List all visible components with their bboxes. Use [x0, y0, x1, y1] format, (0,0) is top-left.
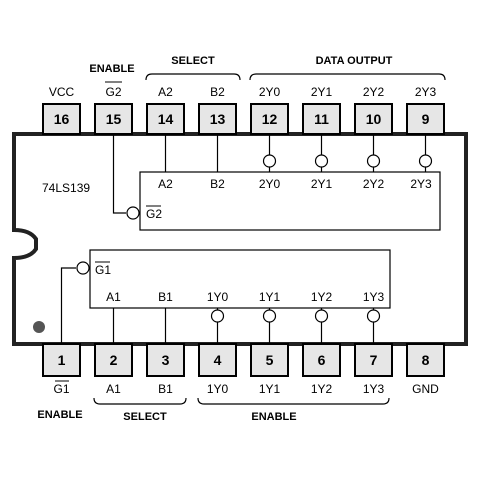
g1-label: G1 — [53, 382, 69, 396]
pin-16: 16 — [42, 103, 81, 135]
pin-15-number: 15 — [106, 111, 122, 127]
decoder-1-1y1-label: 1Y1 — [259, 290, 281, 304]
bubble-g2 — [126, 206, 140, 220]
decoder-1-1y0-label: 1Y0 — [207, 290, 229, 304]
pin-14-number: 14 — [158, 111, 174, 127]
decoder-2-a2-label: A2 — [158, 177, 173, 191]
b2-label: B2 — [210, 85, 225, 99]
pin-7-number: 7 — [370, 352, 378, 368]
top-enable-group-label: ENABLE — [89, 63, 134, 75]
ic-package-outline — [12, 132, 468, 346]
decoder-2-g2-label: G2 — [146, 207, 162, 221]
top-select-group-label: SELECT — [171, 55, 215, 67]
pin-3: 3 — [146, 343, 185, 377]
pin-14: 14 — [146, 103, 185, 135]
pin-1: 1 — [42, 343, 81, 377]
pin-12-number: 12 — [262, 111, 278, 127]
top-select-brace — [145, 73, 241, 81]
bubble-g1 — [76, 261, 90, 275]
decoder-2-b2-label: B2 — [210, 177, 225, 191]
pin-5: 5 — [250, 343, 289, 377]
pin-11-number: 11 — [314, 111, 329, 127]
decoder-2-2y1-label: 2Y1 — [311, 177, 333, 191]
bubble-2y3 — [418, 154, 433, 168]
pin-1-number: 1 — [58, 352, 66, 368]
pin-6-number: 6 — [318, 352, 326, 368]
top-pins: 16 15 14 13 12 11 10 9 — [42, 103, 445, 135]
chip-part-number: 74LS139 — [42, 181, 90, 195]
pin-2-number: 2 — [110, 352, 118, 368]
pin-13-number: 13 — [210, 111, 226, 127]
bubble-1y3 — [366, 309, 381, 323]
bubble-2y0 — [262, 154, 277, 168]
1y0-label: 1Y0 — [207, 382, 229, 396]
pin-3-number: 3 — [162, 352, 170, 368]
decoder-2-box — [139, 171, 441, 231]
bottom-enable-brace — [197, 397, 390, 405]
pin-10-number: 10 — [366, 111, 382, 127]
top-data-output-group-label: DATA OUTPUT — [316, 55, 393, 67]
decoder-2-2y2-label: 2Y2 — [363, 177, 385, 191]
bubble-1y1 — [262, 309, 277, 323]
2y2-label: 2Y2 — [363, 85, 385, 99]
decoder-1-1y2-label: 1Y2 — [311, 290, 333, 304]
top-data-output-brace — [249, 73, 446, 81]
1y1-label: 1Y1 — [259, 382, 281, 396]
bubble-1y2 — [314, 309, 329, 323]
decoder-1-box — [89, 249, 391, 309]
bottom-pins: 1 2 3 4 5 6 7 8 — [42, 343, 445, 377]
pin-12: 12 — [250, 103, 289, 135]
wire-g1 — [60, 267, 76, 344]
bottom-select-brace — [93, 397, 187, 405]
bottom-enable-right-group-label: ENABLE — [251, 411, 296, 423]
pin-15: 15 — [94, 103, 133, 135]
2y1-label: 2Y1 — [311, 85, 333, 99]
bubble-2y1 — [314, 154, 329, 168]
decoder-1-a1-label: A1 — [106, 290, 121, 304]
pin-16-number: 16 — [54, 111, 70, 127]
pin-13: 13 — [198, 103, 237, 135]
pin-8: 8 — [406, 343, 445, 377]
2y0-label: 2Y0 — [259, 85, 281, 99]
pin-4: 4 — [198, 343, 237, 377]
bottom-select-group-label: SELECT — [123, 411, 167, 423]
decoder-1-1y3-label: 1Y3 — [363, 290, 385, 304]
g2-label: G2 — [105, 85, 121, 99]
vcc-label: VCC — [49, 85, 75, 99]
bubble-1y0 — [210, 309, 225, 323]
bubble-2y2 — [366, 154, 381, 168]
pin-5-number: 5 — [266, 352, 274, 368]
pin-6: 6 — [302, 343, 341, 377]
decoder-2-2y0-label: 2Y0 — [259, 177, 281, 191]
pin-8-number: 8 — [422, 352, 430, 368]
decoder-2-2y3-label: 2Y3 — [410, 177, 432, 191]
pin-7: 7 — [354, 343, 393, 377]
bottom-enable-left-group-label: ENABLE — [37, 409, 82, 421]
gnd-label: GND — [412, 382, 439, 396]
pin-10: 10 — [354, 103, 393, 135]
pin-9-number: 9 — [422, 111, 430, 127]
pin1-dot — [33, 321, 45, 333]
pin-4-number: 4 — [214, 352, 222, 368]
pin-9: 9 — [406, 103, 445, 135]
1y2-label: 1Y2 — [311, 382, 333, 396]
b1-label: B1 — [158, 382, 173, 396]
a1-label: A1 — [106, 382, 121, 396]
a2-label: A2 — [158, 85, 173, 99]
pin-2: 2 — [94, 343, 133, 377]
pin-11: 11 — [302, 103, 341, 135]
1y3-label: 1Y3 — [363, 382, 385, 396]
decoder-1-g1-label: G1 — [95, 263, 111, 277]
decoder-1-b1-label: B1 — [158, 290, 173, 304]
2y3-label: 2Y3 — [415, 85, 437, 99]
wire-g2 — [112, 134, 126, 214]
